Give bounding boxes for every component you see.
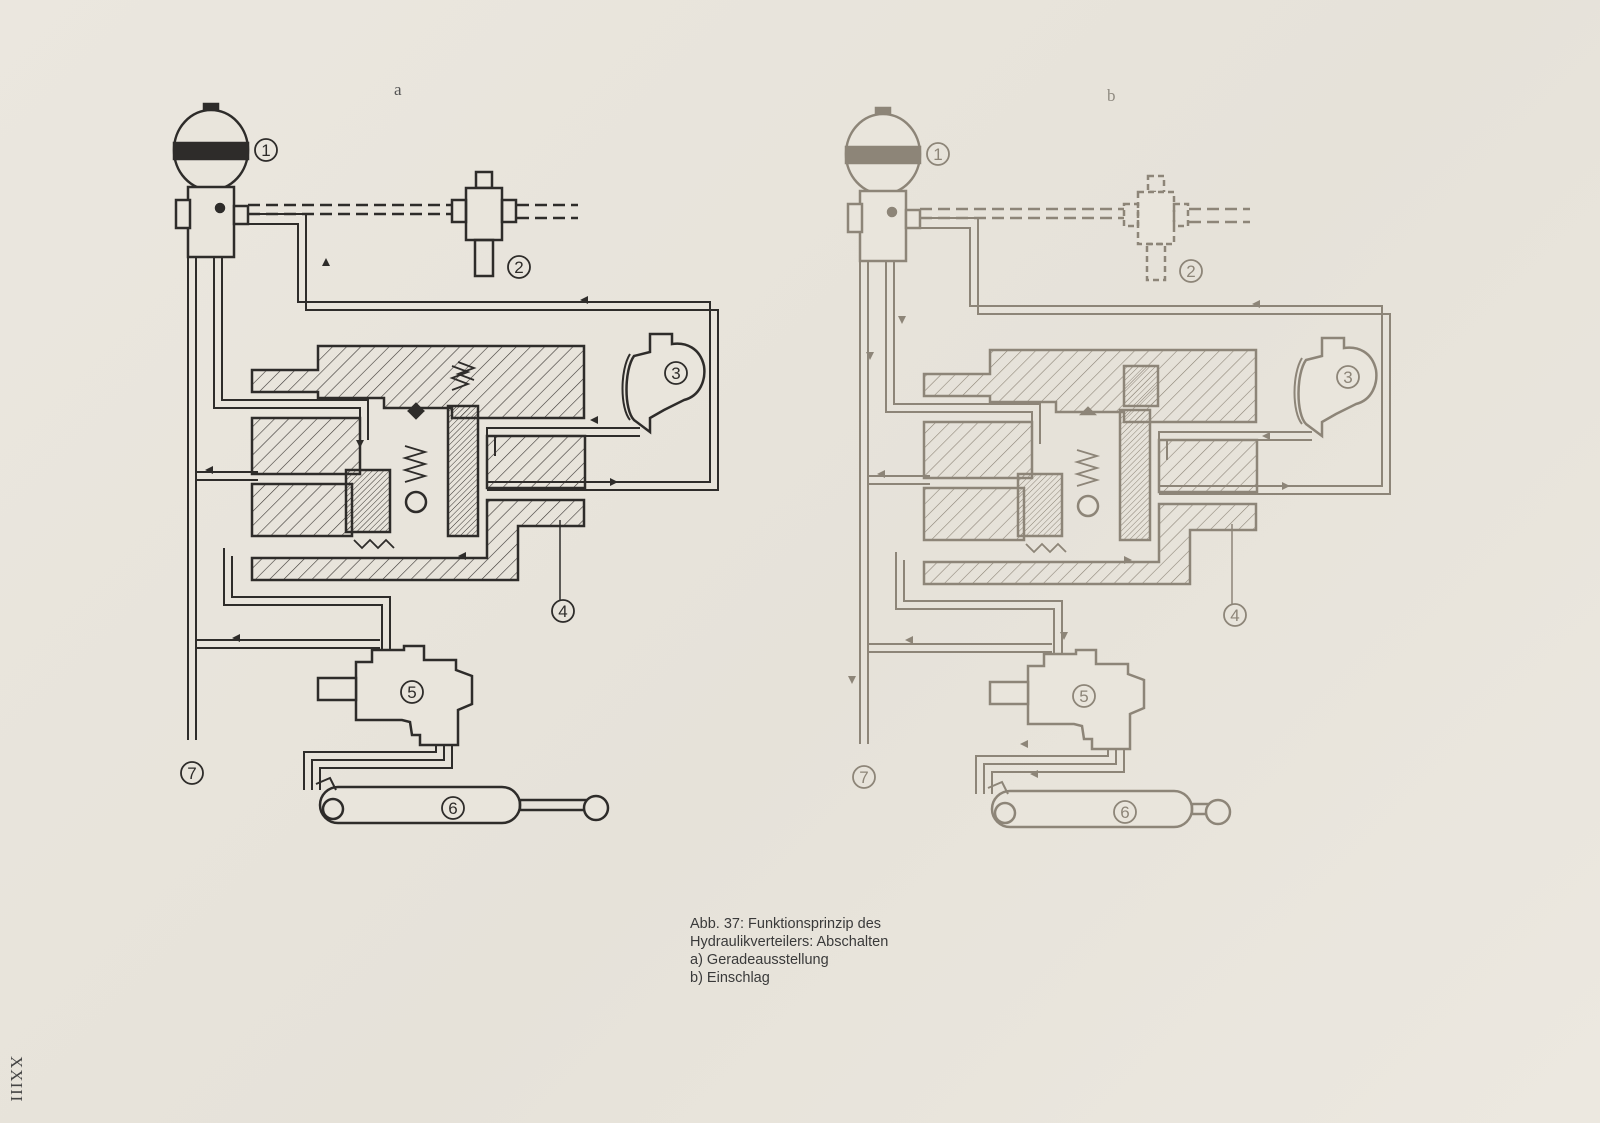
cylinder-b	[987, 780, 1232, 829]
callout-circle-a-4	[551, 599, 575, 623]
caption-line-4: b) Einschlag	[690, 970, 770, 986]
reservoir-b	[844, 106, 922, 263]
pump-a	[621, 332, 706, 435]
steering-valve-a	[316, 644, 474, 747]
callout-a-2: 2	[514, 258, 523, 277]
callout-circle-a-2	[507, 255, 531, 279]
reservoir-a	[172, 102, 250, 259]
caption-line-3: a) Geradeausstellung	[690, 952, 829, 968]
callout-a-3: 3	[671, 364, 680, 383]
panel-b-diagram	[844, 106, 1391, 829]
cylinder-a	[315, 776, 610, 825]
caption-line-1: Abb. 37: Funktionsprinzip des	[690, 916, 882, 932]
pump-b	[1293, 336, 1378, 439]
control-valve-a	[450, 170, 518, 278]
callout-circle-b-5	[1072, 684, 1096, 708]
callout-a-1: 1	[261, 141, 270, 160]
callout-b-3: 3	[1343, 368, 1352, 387]
callout-circle-a-5	[400, 680, 424, 704]
callout-b-5: 5	[1079, 687, 1088, 706]
callout-circle-b-6	[1113, 800, 1137, 824]
figure-caption: Abb. 37: Funktionsprinzip des Hydraulikv…	[690, 915, 888, 987]
pipes-b	[859, 217, 1391, 794]
distributor-b	[922, 348, 1259, 604]
callout-b-6: 6	[1120, 803, 1129, 822]
distributor-a	[250, 344, 587, 600]
callout-a-4: 4	[558, 602, 567, 621]
callout-circle-b-2	[1179, 259, 1203, 283]
callout-a-7: 7	[187, 764, 196, 783]
callout-b-4: 4	[1230, 606, 1239, 625]
callout-circle-b-3	[1336, 365, 1360, 389]
caption-line-2: Hydraulikverteilers: Abschalten	[690, 934, 889, 950]
page-number: XXIII	[7, 1056, 26, 1103]
panel-a-diagram	[172, 102, 719, 825]
callout-circle-a-7	[180, 761, 204, 785]
flow-arrows-b	[848, 300, 1290, 778]
callout-b-1: 1	[933, 145, 942, 164]
control-valve-b	[1122, 174, 1190, 282]
callout-a-5: 5	[407, 683, 416, 702]
callout-numbers: 1 2 3 4 5 6 7 1 2 3 4 5 6 7	[187, 141, 1352, 822]
dashed-link-a	[248, 203, 578, 220]
callout-circle-b-4	[1223, 603, 1247, 627]
panel-b-label: b	[1107, 86, 1116, 105]
callout-circle-b-1	[926, 142, 950, 166]
dashed-link-b	[920, 207, 1250, 224]
flow-arrows-a	[205, 258, 618, 642]
panel-a-label: a	[394, 80, 402, 99]
callout-circle-a-1	[254, 138, 278, 162]
callout-b-2: 2	[1186, 262, 1195, 281]
callout-circle-a-3	[664, 361, 688, 385]
steering-valve-b	[988, 648, 1146, 751]
callout-b-7: 7	[859, 768, 868, 787]
callout-circle-b-7	[852, 765, 876, 789]
callout-a-6: 6	[448, 799, 457, 818]
callout-circle-a-6	[441, 796, 465, 820]
